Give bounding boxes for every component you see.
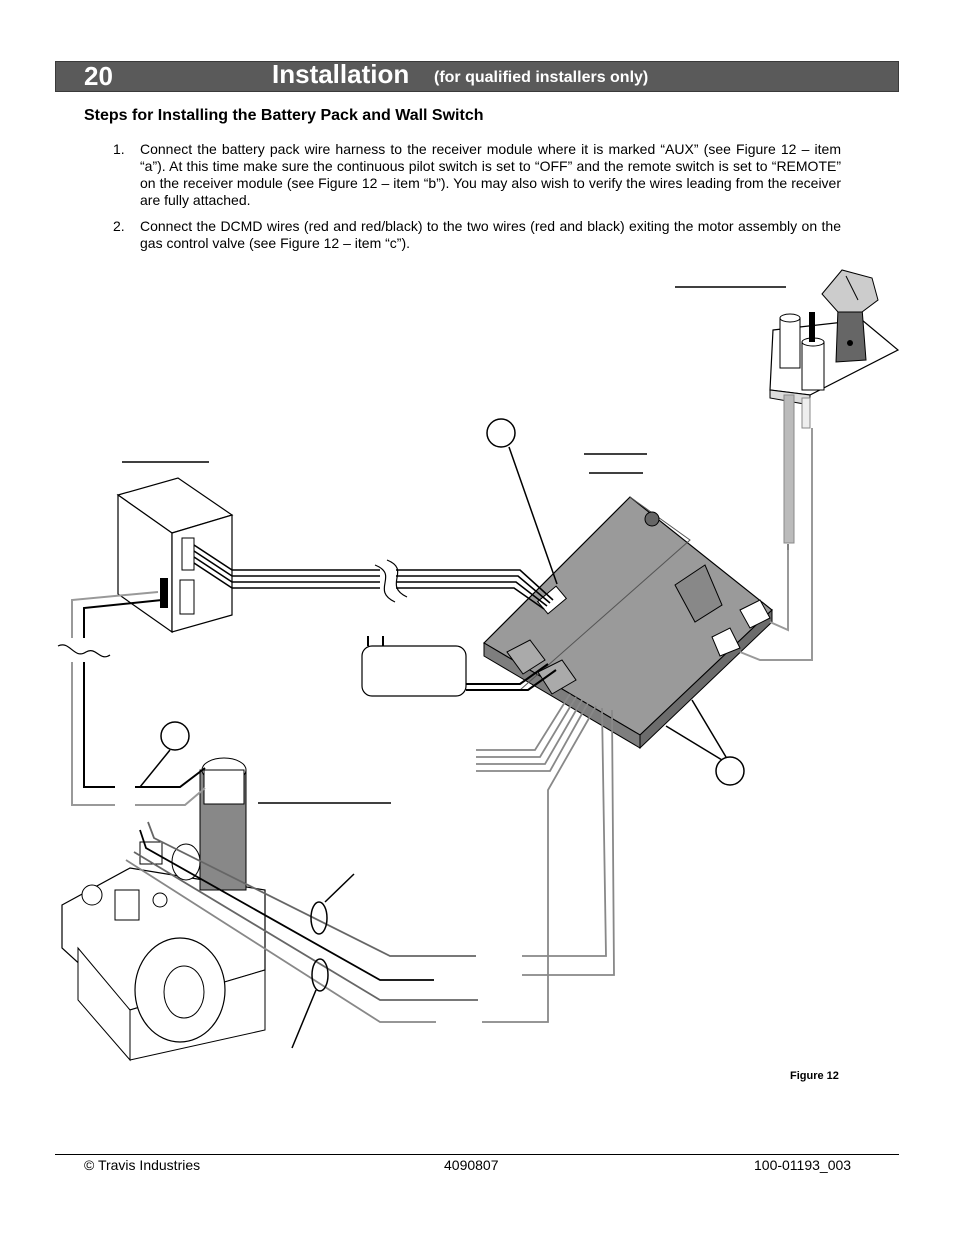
section-subtitle: (for qualified installers only) — [434, 69, 649, 86]
footer-divider — [55, 1154, 899, 1155]
steps-heading: Steps for Installing the Battery Pack an… — [84, 107, 484, 124]
callouts — [139, 418, 745, 1049]
step-text: Connect the DCMD wires (red and red/blac… — [140, 218, 841, 251]
power-adapter — [361, 636, 467, 697]
gas-valve — [61, 757, 266, 1062]
figure-caption: Figure 12 — [790, 1070, 839, 1082]
pilot-wires — [739, 428, 813, 661]
step-number: 1. — [113, 141, 125, 157]
step-text: Connect the battery pack wire harness to… — [140, 141, 841, 208]
valve-wires — [125, 693, 615, 1023]
list-item: 1. Connect the battery pack wire harness… — [84, 141, 841, 209]
section-title: Installation — [272, 59, 410, 89]
page-header-bar: 20 Installation (for qualified installer… — [55, 59, 899, 92]
switch-wires — [57, 591, 206, 806]
pilot-assembly — [769, 269, 900, 552]
receiver-module — [483, 496, 773, 750]
battery-harness-wires — [193, 544, 554, 610]
footer-copyright: © Travis Industries — [84, 1157, 201, 1173]
adapter-wires — [466, 663, 557, 691]
battery-pack — [116, 477, 234, 634]
footer-part-number: 100-01193_003 — [754, 1157, 852, 1173]
label-lines — [122, 286, 786, 804]
list-item: 2. Connect the DCMD wires (red and red/b… — [84, 218, 841, 252]
steps-list: 1. Connect the battery pack wire harness… — [84, 141, 841, 261]
step-number: 2. — [113, 218, 125, 234]
wiring-diagram — [57, 269, 900, 1062]
footer-doc-number: 4090807 — [444, 1157, 499, 1173]
page-number: 20 — [84, 61, 113, 91]
